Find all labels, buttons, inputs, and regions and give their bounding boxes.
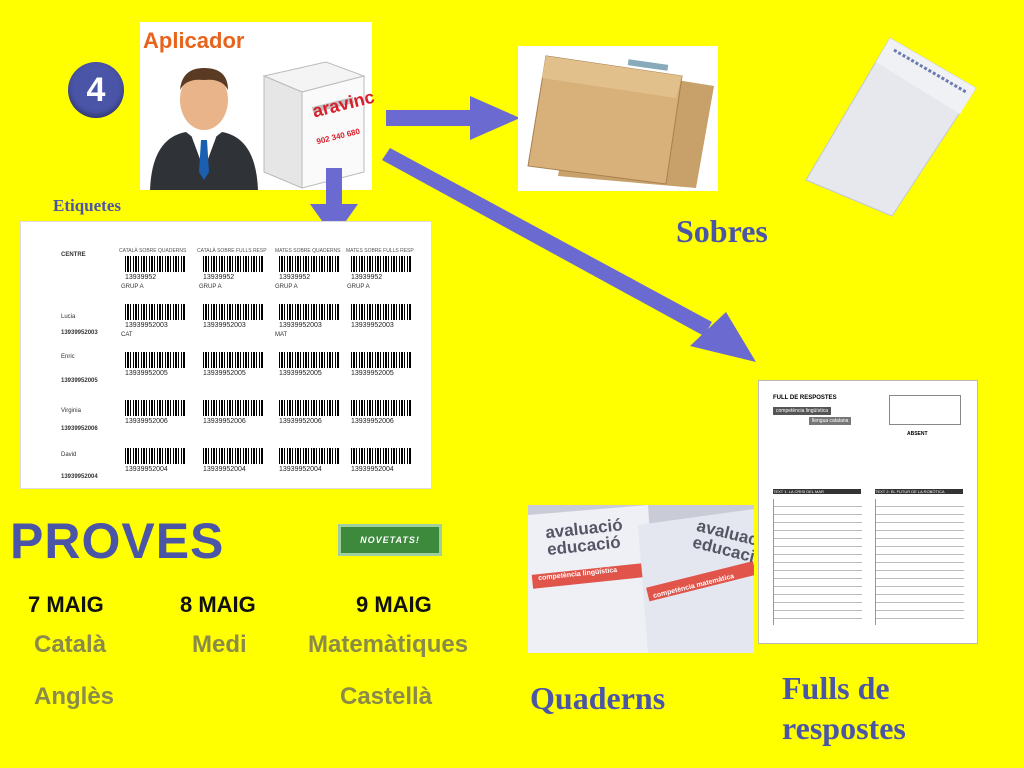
answer-stamp-box xyxy=(889,395,961,425)
student-code: 13939952003 xyxy=(61,330,98,336)
group-label: GRUP A xyxy=(347,284,370,290)
answer-grid-2 xyxy=(875,499,964,625)
label-cell: 13939952005 xyxy=(125,352,197,392)
day-8-maig: 8 MAIG xyxy=(180,592,256,617)
labels-col-header: CATALÀ SOBRE QUADERNS xyxy=(119,248,187,254)
label-cell: 13939952003 xyxy=(203,304,275,344)
label-cell: 13939952003 xyxy=(279,304,351,344)
quaderns-caption: Quaderns xyxy=(530,680,666,716)
subject-code: CAT xyxy=(121,332,133,338)
etiquetes-caption: Etiquetes xyxy=(53,196,121,215)
section-1-header: TEXT 1: LA CRISI DEL MAR xyxy=(773,489,861,494)
student-code: 13939952004 xyxy=(61,474,98,480)
subject-code: MAT xyxy=(275,332,288,338)
label-cell: 13939952 xyxy=(279,256,351,296)
fulls-caption: Fulls de respostes xyxy=(782,668,906,748)
student-name: Virginia xyxy=(61,408,81,414)
novetats-badge: NOVETATS! xyxy=(338,524,442,556)
label-cell: 13939952003 xyxy=(351,304,423,344)
student-name: David xyxy=(61,452,77,458)
answer-badge-1: competència lingüística xyxy=(773,407,831,415)
label-cell: 13939952005 xyxy=(203,352,275,392)
aplicador-title: Aplicador xyxy=(143,28,245,53)
labels-centre-header: CENTRE xyxy=(61,252,86,258)
group-label: GRUP A xyxy=(199,284,222,290)
subject-matematiques: Matemàtiques xyxy=(308,631,469,658)
student-code: 13939952006 xyxy=(61,426,98,432)
student-code: 13939952005 xyxy=(61,378,98,384)
fulls-caption-line1: Fulls de xyxy=(782,670,890,706)
labels-col-header: MATES SOBRE FULLS RESP xyxy=(346,248,414,254)
label-cell: 13939952004 xyxy=(351,448,423,488)
label-cell: 13939952006 xyxy=(125,400,197,440)
label-cell: 13939952 xyxy=(351,256,423,296)
student-name: Lucia xyxy=(61,314,76,320)
answer-badge-2: llengua catalana xyxy=(809,417,852,425)
aplicador-card: aravinc 902 340 680 xyxy=(140,22,376,190)
proves-title: PROVES xyxy=(10,513,225,569)
answer-sheet-title: FULL DE RESPOSTES xyxy=(773,395,837,401)
booklets-icon xyxy=(528,505,754,653)
label-cell: 13939952006 xyxy=(351,400,423,440)
absent-label: ABSENT xyxy=(907,431,928,437)
fulls-caption-line2: respostes xyxy=(782,710,906,746)
label-cell: 13939952005 xyxy=(351,352,423,392)
subject-angles: Anglès xyxy=(34,683,115,710)
subject-medi: Medi xyxy=(192,631,247,658)
label-cell: 13939952004 xyxy=(125,448,197,488)
label-cell: 13939952 xyxy=(203,256,275,296)
sobres-caption: Sobres xyxy=(676,213,768,249)
student-name: Enric xyxy=(61,354,75,360)
label-cell: 13939952003 xyxy=(125,304,197,344)
labels-sheet: CENTRE CATALÀ SOBRE QUADERNS CATALÀ SOBR… xyxy=(20,221,432,489)
subject-catala: Català xyxy=(34,631,107,658)
answer-grid-1 xyxy=(773,499,862,625)
sobres-photo-white xyxy=(800,30,980,220)
quaderns-photo: avaluació educació avaluació educació co… xyxy=(528,505,754,653)
answer-sheet: FULL DE RESPOSTES competència lingüístic… xyxy=(758,380,978,644)
label-cell: 13939952004 xyxy=(203,448,275,488)
labels-col-header: CATALÀ SOBRE FULLS RESP xyxy=(197,248,267,254)
white-envelope-icon xyxy=(805,37,977,217)
box-icon xyxy=(262,61,366,189)
aplicador-person-icon xyxy=(150,68,258,190)
day-9-maig: 9 MAIG xyxy=(356,592,432,617)
label-cell: 13939952 xyxy=(125,256,197,296)
label-cell: 13939952006 xyxy=(203,400,275,440)
section-2-header: TEXT 2: EL FUTUR DE LA ROBÒTICA xyxy=(875,489,963,494)
day-7-maig: 7 MAIG xyxy=(28,592,104,617)
group-label: GRUP A xyxy=(275,284,298,290)
subject-castella: Castellà xyxy=(340,683,433,710)
sobres-photo-brown xyxy=(518,46,718,191)
arrow-to-sobres xyxy=(386,96,520,140)
arrow-to-fulls xyxy=(382,148,756,362)
labels-col-header: MATES SOBRE QUADERNS xyxy=(275,248,341,254)
label-cell: 13939952006 xyxy=(279,400,351,440)
step-badge: 4 xyxy=(68,62,124,118)
label-cell: 13939952004 xyxy=(279,448,351,488)
label-cell: 13939952005 xyxy=(279,352,351,392)
brown-envelopes-icon xyxy=(527,55,714,188)
group-label: GRUP A xyxy=(121,284,144,290)
